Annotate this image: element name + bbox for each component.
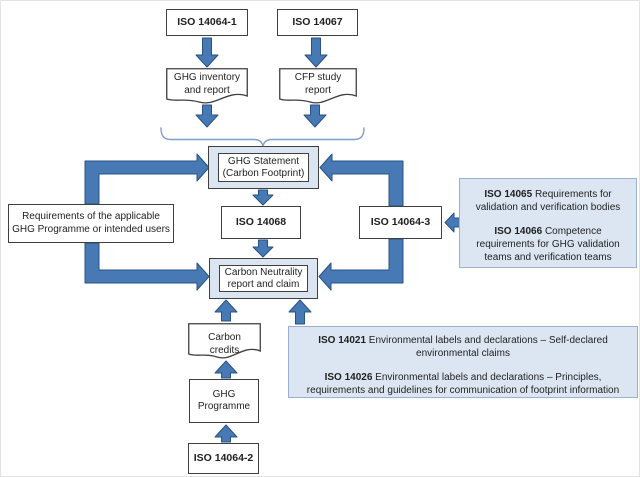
- node-label: ISO 14067: [292, 15, 343, 28]
- arrow-panel-to-iso14064-3: [444, 212, 461, 233]
- document-ghg-inventory-report: GHG inventory and report: [166, 68, 248, 106]
- node-carbon-neutrality-inner: Carbon Neutrality report and claim: [219, 265, 308, 292]
- document-label: GHG inventory and report: [173, 72, 241, 96]
- iso-code: ISO 14065: [484, 189, 533, 200]
- iso-text: Environmental labels and declarations – …: [368, 335, 608, 359]
- arrow-iso14064-2-to-ghg-programme: [214, 424, 238, 443]
- document-cfp-study-report: CFP study report: [279, 68, 357, 106]
- iso-text: Requirements for validation and verifica…: [475, 189, 621, 213]
- node-iso-14067: ISO 14067: [277, 9, 358, 36]
- node-label: ISO 14064-2: [193, 451, 254, 464]
- iso-text: Competence requirements for GHG validati…: [476, 226, 620, 263]
- panel-item-iso-14021: ISO 14021 Environmental labels and decla…: [297, 334, 629, 360]
- node-ghg-statement: GHG Statement (Carbon Footprint): [208, 146, 319, 189]
- node-ghg-statement-inner: GHG Statement (Carbon Footprint): [218, 153, 309, 182]
- node-label: ISO 14068: [235, 215, 287, 228]
- arrow-iso14064-3-to-ghg-statement: [319, 153, 404, 207]
- node-ghg-programme: GHG Programme: [189, 379, 259, 423]
- iso-text: Environmental labels and declarations – …: [306, 372, 620, 396]
- document-carbon-credits: Carbon credits: [188, 323, 261, 361]
- panel-item-iso-14066: ISO 14066 Competence requirements for GH…: [466, 225, 630, 264]
- arrow-carbon-credits-to-carbon-neutrality: [214, 299, 238, 322]
- arrow-ghg-statement-to-iso14068: [252, 189, 274, 206]
- iso-code: ISO 14026: [324, 372, 373, 383]
- document-shape: [279, 68, 357, 104]
- arrow-ghg-inventory-to-brace: [195, 104, 219, 128]
- iso-code: ISO 14021: [318, 335, 366, 346]
- panel-item-iso-14026: ISO 14026 Environmental labels and decla…: [297, 371, 629, 397]
- document-shape: [166, 68, 248, 104]
- document-label: Carbon credits: [208, 332, 241, 356]
- node-label: GHG Statement (Carbon Footprint): [222, 155, 305, 179]
- panel-verification-standards: ISO 14065 Requirements for validation an…: [459, 178, 637, 268]
- arrow-iso14067-to-cfp-report: [304, 37, 328, 68]
- node-label: Carbon Neutrality report and claim: [224, 266, 303, 290]
- arrow-cfp-report-to-brace: [303, 104, 327, 128]
- arrow-requirements-to-ghg-statement: [84, 153, 210, 205]
- node-label: Requirements of the applicable GHG Progr…: [12, 211, 170, 235]
- panel-environmental-labels: ISO 14021 Environmental labels and decla…: [288, 326, 638, 398]
- arrow-iso14064-1-to-ghg-inventory: [195, 37, 219, 68]
- iso-code: ISO 14066: [494, 226, 543, 237]
- document-label: CFP study report: [294, 72, 342, 96]
- document-shape: [188, 323, 261, 359]
- arrow-ghg-programme-to-carbon-credits: [214, 360, 238, 379]
- node-carbon-neutrality: Carbon Neutrality report and claim: [209, 258, 318, 299]
- arrow-iso14068-to-carbon-neutrality: [252, 239, 274, 258]
- node-requirements-ghg-programme: Requirements of the applicable GHG Progr…: [8, 204, 174, 243]
- arrow-labels-panel-to-carbon-neutrality: [288, 299, 312, 325]
- node-iso-14064-3: ISO 14064-3: [359, 206, 442, 239]
- node-label: ISO 14064-3: [370, 215, 431, 228]
- brace-join-documents: [160, 127, 365, 147]
- node-iso-14068: ISO 14068: [221, 206, 301, 239]
- panel-item-iso-14065: ISO 14065 Requirements for validation an…: [466, 188, 630, 214]
- node-label: ISO 14064-1: [177, 15, 237, 28]
- arrow-iso14064-3-to-carbon-neutrality: [318, 238, 404, 291]
- node-label: GHG Programme: [197, 388, 251, 413]
- arrow-requirements-to-carbon-neutrality: [84, 242, 210, 291]
- node-iso-14064-2: ISO 14064-2: [188, 443, 259, 474]
- node-iso-14064-1: ISO 14064-1: [166, 9, 248, 36]
